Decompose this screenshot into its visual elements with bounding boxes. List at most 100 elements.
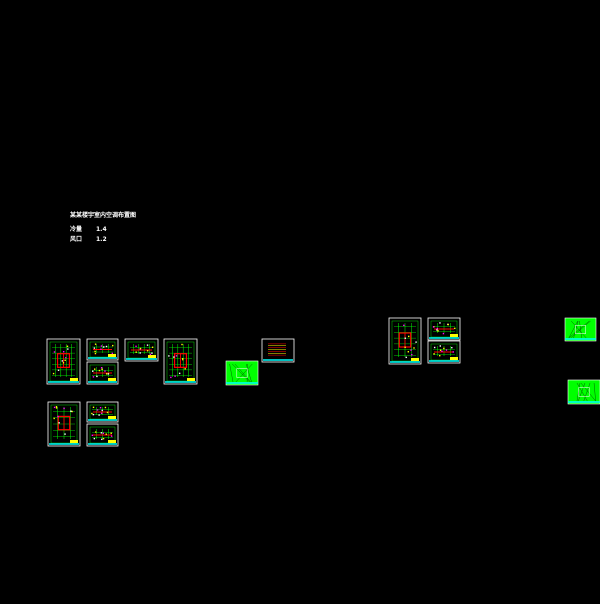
equipment-schedule-sheet (262, 339, 294, 362)
outlet-mark (176, 355, 177, 356)
title-stamp (108, 378, 116, 381)
outlet-mark (437, 330, 438, 331)
drawing-sheet-1 (47, 339, 80, 384)
outlet-mark (135, 346, 136, 347)
outlet-mark (101, 345, 102, 346)
outlet-mark (95, 353, 96, 354)
outlet-mark (95, 344, 96, 345)
drawing-sheet-11 (428, 318, 460, 340)
outlet-mark (184, 368, 185, 369)
outlet-mark (100, 349, 101, 350)
outlet-mark (64, 433, 65, 434)
outlet-mark (448, 324, 449, 325)
outlet-mark (443, 333, 444, 334)
legend-row-outlet: 风口 1.2 (70, 234, 82, 245)
outlet-mark (152, 347, 153, 348)
outlet-mark (91, 413, 92, 414)
outlet-mark (63, 362, 64, 363)
outlet-mark (441, 351, 442, 352)
outlet-mark (111, 435, 112, 436)
outlet-mark (151, 352, 152, 353)
outlet-mark (98, 414, 99, 415)
outlet-mark (451, 347, 452, 348)
outlet-mark (440, 345, 441, 346)
outlet-mark (140, 348, 141, 349)
outlet-mark (106, 433, 107, 434)
outlet-mark (110, 433, 111, 434)
outlet-mark (103, 346, 104, 347)
drawing-sheet-3 (87, 362, 118, 384)
outlet-mark (112, 345, 113, 346)
outlet-mark (440, 350, 441, 351)
outlet-mark (174, 376, 175, 377)
outlet-mark (101, 439, 102, 440)
title-stamp (70, 440, 78, 443)
outlet-mark (67, 346, 68, 347)
drawing-sheet-4 (125, 339, 158, 361)
outlet-mark (107, 412, 108, 413)
title-stamp (108, 440, 116, 443)
outlet-mark (104, 370, 105, 371)
outlet-mark (70, 411, 71, 412)
outlet-mark (94, 438, 95, 439)
outlet-mark (439, 355, 440, 356)
outlet-mark (99, 370, 100, 371)
outlet-mark (140, 352, 141, 353)
outlet-mark (439, 322, 440, 323)
outlet-mark (54, 351, 55, 352)
outlet-mark (437, 328, 438, 329)
outlet-mark (94, 351, 95, 352)
outlet-mark (94, 368, 95, 369)
outlet-mark (67, 348, 68, 349)
outlet-mark (405, 338, 406, 339)
outlet-mark (101, 369, 102, 370)
outlet-mark (96, 376, 97, 377)
outlet-mark (65, 357, 66, 358)
title-stamp (70, 378, 78, 381)
outlet-mark (56, 406, 57, 407)
outlet-mark (179, 373, 180, 374)
legend-label: 冷量 (70, 226, 82, 233)
outlet-mark (53, 373, 54, 374)
outlet-mark (453, 351, 454, 352)
outlet-mark (93, 407, 94, 408)
outlet-mark (181, 344, 182, 345)
title-stamp (411, 358, 419, 361)
outlet-mark (105, 407, 106, 408)
outlet-mark (106, 373, 107, 374)
outlet-mark (403, 325, 404, 326)
drawing-sheet-10 (389, 318, 421, 364)
outlet-mark (411, 354, 412, 355)
title-stamp (148, 355, 156, 358)
outlet-mark (64, 360, 65, 361)
outlet-mark (97, 409, 98, 410)
outlet-mark (58, 370, 59, 371)
outlet-mark (406, 357, 407, 358)
outlet-mark (443, 348, 444, 349)
outlet-mark (103, 433, 104, 434)
drawing-sheet-13 (565, 318, 596, 341)
legend-value: 1.2 (96, 234, 107, 245)
drawing-sheet-7 (48, 402, 80, 446)
outlet-mark (92, 435, 93, 436)
outlet-mark (62, 360, 63, 361)
outlet-mark (101, 413, 102, 414)
drawing-title: 某某楼宇室内空调布置图 (70, 210, 136, 221)
outlet-mark (173, 356, 174, 357)
outlet-mark (63, 351, 64, 352)
outlet-mark (103, 438, 104, 439)
title-stamp (108, 416, 116, 419)
sheet-frame (262, 339, 294, 362)
drawing-sheet-12 (428, 341, 460, 363)
outlet-mark (102, 410, 103, 411)
outlet-mark (101, 367, 102, 368)
outlet-mark (415, 341, 416, 342)
outlet-mark (170, 377, 171, 378)
outlet-mark (410, 349, 411, 350)
outlet-mark (92, 371, 93, 372)
outlet-mark (106, 346, 107, 347)
drawing-sheet-8 (87, 402, 118, 422)
outlet-mark (404, 347, 405, 348)
outlet-mark (100, 407, 101, 408)
